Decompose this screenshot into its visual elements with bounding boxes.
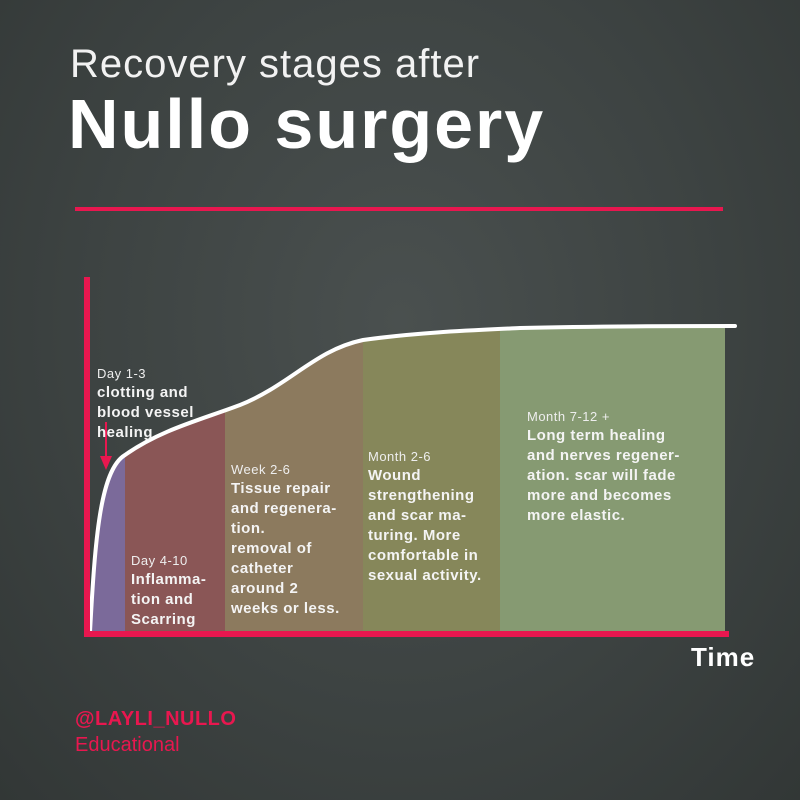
stage-description: clotting and blood vessel healing bbox=[97, 384, 194, 441]
x-axis bbox=[84, 631, 729, 637]
stage-period: Day 1-3 bbox=[97, 366, 147, 381]
stage-description: Long term healing and nerves regener- at… bbox=[527, 427, 680, 524]
title-line-1: Recovery stages after bbox=[70, 42, 481, 86]
recovery-curve bbox=[88, 324, 737, 634]
stage-month-7-12: Month 7-12 + Long term healing and nerves… bbox=[527, 388, 680, 526]
stage-description: Tissue repair and regenera- tion. remova… bbox=[231, 480, 340, 617]
stage-band bbox=[500, 326, 725, 632]
arrow-down-icon bbox=[100, 422, 112, 470]
stage-period: Week 2-6 bbox=[231, 462, 291, 477]
x-axis-label: Time bbox=[691, 642, 756, 672]
y-axis bbox=[84, 277, 90, 637]
stage-description: Wound strengthening and scar ma- turing.… bbox=[368, 467, 482, 584]
category-tag: Educational bbox=[75, 734, 180, 756]
stage-period: Month 2-6 bbox=[368, 449, 432, 464]
stage-band bbox=[363, 326, 500, 632]
stage-period: Month 7-12 + bbox=[527, 409, 610, 424]
title-divider bbox=[75, 207, 723, 211]
title-line-2: Nullo surgery bbox=[68, 85, 546, 163]
author-handle: @LAYLI_NULLO bbox=[75, 708, 237, 730]
stage-description: Inflamma- tion and Scarring bbox=[131, 571, 207, 628]
stage-day-1-3: Day 1-3 clotting and blood vessel healing bbox=[97, 345, 194, 443]
stage-period: Day 4-10 bbox=[131, 553, 188, 568]
